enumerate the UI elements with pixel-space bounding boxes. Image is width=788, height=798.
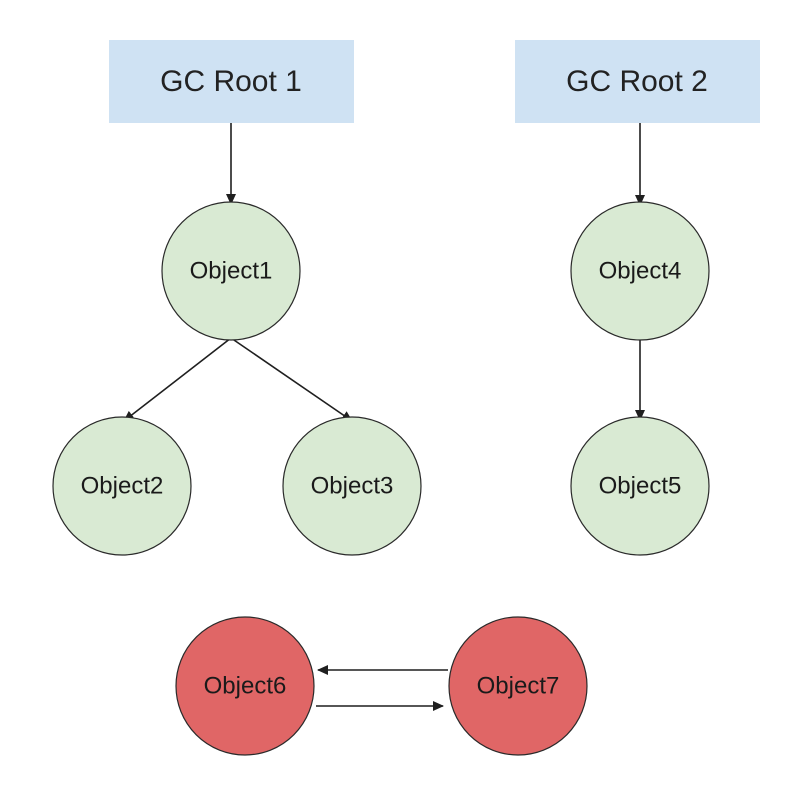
- gc-root-2: GC Root 2: [515, 40, 760, 123]
- object4-circle: [570, 201, 710, 341]
- object5-circle: [570, 416, 710, 556]
- object3-node: Object3: [282, 416, 422, 556]
- edge-object1-object2: [123, 337, 232, 422]
- edges-layer: [123, 123, 645, 711]
- object7-circle: [448, 616, 588, 756]
- object5-node: Object5: [570, 416, 710, 556]
- object6-node: Object6: [175, 616, 315, 756]
- object3-label: Object3: [311, 473, 394, 500]
- gc-root-1: GC Root 1: [109, 40, 354, 123]
- object2-label: Object2: [81, 473, 164, 500]
- gc-root-2-label: GC Root 2: [566, 65, 708, 98]
- object7-label: Object7: [477, 673, 560, 700]
- object7-node: Object7: [448, 616, 588, 756]
- object3-circle: [282, 416, 422, 556]
- object6-circle: [175, 616, 315, 756]
- object1-circle: [161, 201, 301, 341]
- gc-root-1-box: [109, 40, 354, 123]
- edge-object1-object3: [230, 337, 353, 422]
- gc-root-2-box: [515, 40, 760, 123]
- gc-root-1-label: GC Root 1: [160, 65, 302, 98]
- object1-label: Object1: [190, 258, 273, 285]
- object2-node: Object2: [52, 416, 192, 556]
- object6-label: Object6: [204, 673, 287, 700]
- object1-node: Object1: [161, 201, 301, 341]
- object4-node: Object4: [570, 201, 710, 341]
- object2-circle: [52, 416, 192, 556]
- object4-label: Object4: [599, 258, 682, 285]
- object5-label: Object5: [599, 473, 682, 500]
